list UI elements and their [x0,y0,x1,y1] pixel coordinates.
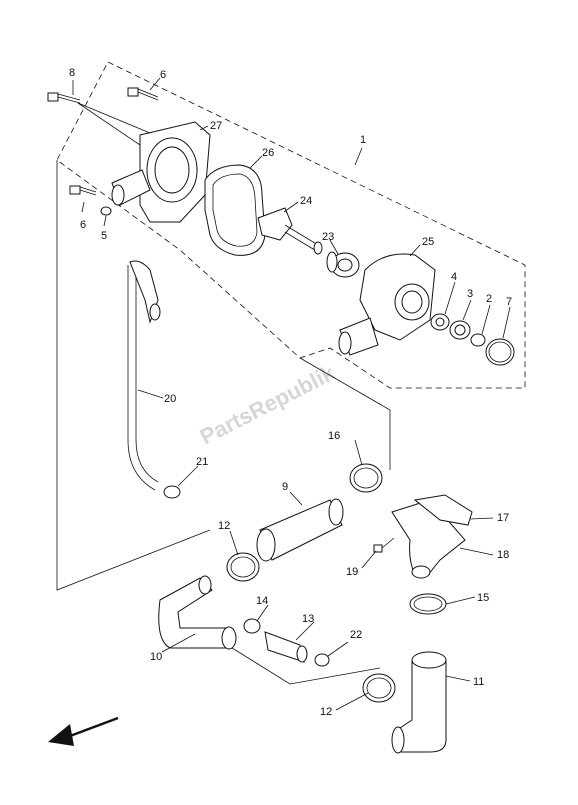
hose-group-boundary [56,160,211,591]
hose-9 [256,498,344,562]
callout-12-upper: 12 [218,520,230,532]
o-ring-7 [485,338,515,366]
clamp-21 [163,485,181,499]
clamp-12-lower [362,673,396,703]
callout-13: 13 [302,613,314,625]
callout-17: 17 [497,512,509,524]
callout-1: 1 [360,134,366,146]
callout-6-lower: 6 [80,219,86,231]
callout-2: 2 [486,293,492,305]
callout-3: 3 [467,288,473,300]
bearing-4 [430,313,450,331]
clamp-15 [409,593,447,615]
elbow-hose-11 [391,651,447,754]
washer-5 [100,206,112,216]
washer-2 [470,333,486,347]
pump-housing-25 [338,253,436,356]
clamp-16 [349,463,383,493]
callout-11: 11 [473,676,484,688]
callout-19: 19 [346,566,358,578]
callout-18: 18 [497,549,509,561]
clamp-14 [243,618,261,634]
bolt-8 [47,92,81,104]
callout-23: 23 [322,231,334,243]
assembly-boundary-dashed [56,61,526,389]
callout-24: 24 [300,195,312,207]
bolt-19 [373,537,395,553]
callout-16: 16 [328,430,340,442]
hose-10 [158,575,237,650]
callout-20: 20 [164,393,176,405]
callout-labels: 8 6 27 1 26 24 23 25 4 3 2 7 6 5 20 21 1… [69,67,512,718]
callout-4: 4 [451,271,457,283]
impeller-shaft-24 [257,207,323,255]
callout-26: 26 [262,147,274,159]
bolt-6-top [127,87,159,101]
callout-27: 27 [210,120,222,132]
callout-9: 9 [282,481,288,493]
seal-23 [326,251,360,278]
gasket-26 [204,164,266,256]
lower-group-boundary [299,357,391,470]
callout-5: 5 [101,230,107,242]
pump-cover-27 [111,121,211,223]
watermark: PartsRepublik [196,360,340,450]
gasket-17 [413,494,473,526]
callout-15: 15 [477,592,489,604]
hose-20 [127,260,161,491]
clamp-12-upper [226,552,260,582]
callout-8: 8 [69,67,75,79]
callout-14: 14 [256,595,268,607]
seal-3 [449,320,471,340]
callout-6: 6 [160,69,166,81]
callout-22: 22 [350,629,362,641]
callout-7: 7 [506,296,512,308]
filler-neck-18 [391,499,466,579]
clamp-22 [314,653,330,667]
leader-lines [72,77,511,711]
hose-13 [264,631,308,663]
callout-25: 25 [422,236,434,248]
callout-21: 21 [196,456,208,468]
callout-12-lower: 12 [320,706,332,718]
bolt-6-lower [69,185,97,196]
callout-10: 10 [150,651,162,663]
direction-arrow [48,716,119,746]
